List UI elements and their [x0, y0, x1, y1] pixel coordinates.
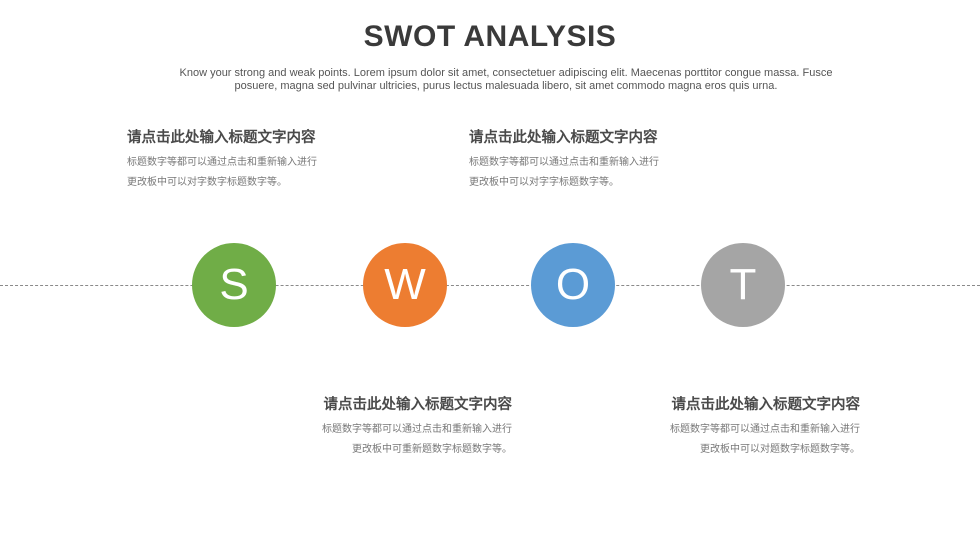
block-heading: 请点击此处输入标题文字内容: [323, 397, 513, 413]
swot-circle-o: O: [531, 243, 615, 327]
timeline-dashed-line: [0, 285, 980, 286]
block-body: 标题数字等都可以通过点击和重新输入进行 更改板中可以对字数字标题数字等。: [127, 153, 387, 193]
block-body: 标题数字等都可以通过点击和重新输入进行 更改板中可重新题数字标题数字等。: [252, 420, 512, 460]
circle-letter: O: [555, 260, 591, 309]
block-body-line-1: 标题数字等都可以通过点击和重新输入进行: [322, 424, 512, 435]
text-block-4: 请点击此处输入标题文字内容 标题数字等都可以通过点击和重新输入进行 更改板中可以…: [600, 396, 860, 460]
block-heading: 请点击此处输入标题文字内容: [127, 130, 316, 146]
swot-circle-t: T: [701, 243, 785, 327]
block-heading: 请点击此处输入标题文字内容: [469, 130, 658, 146]
text-block-2: 请点击此处输入标题文字内容 标题数字等都可以通过点击和重新输入进行 更改板中可以…: [469, 129, 729, 193]
page-title: SWOT ANALYSIS: [363, 20, 617, 53]
circle-letter: T: [729, 260, 757, 309]
block-body-line-2: 更改板中可以对字字标题数字等。: [469, 177, 619, 188]
subtitle-line-2: posuere, magna sed pulvinar ultricies, p…: [234, 80, 778, 92]
swot-circle-w: W: [363, 243, 447, 327]
block-body-line-1: 标题数字等都可以通过点击和重新输入进行: [127, 157, 317, 168]
block-body: 标题数字等都可以通过点击和重新输入进行 更改板中可以对题数字标题数字等。: [600, 420, 860, 460]
text-block-3: 请点击此处输入标题文字内容 标题数字等都可以通过点击和重新输入进行 更改板中可重…: [252, 396, 512, 460]
circle-letter: S: [219, 260, 249, 309]
block-body-line-2: 更改板中可重新题数字标题数字等。: [352, 444, 512, 455]
subtitle-line-1: Know your strong and weak points. Lorem …: [179, 67, 833, 79]
block-body-line-1: 标题数字等都可以通过点击和重新输入进行: [469, 157, 659, 168]
text-block-1: 请点击此处输入标题文字内容 标题数字等都可以通过点击和重新输入进行 更改板中可以…: [127, 129, 387, 193]
block-body-line-2: 更改板中可以对字数字标题数字等。: [127, 177, 287, 188]
block-body: 标题数字等都可以通过点击和重新输入进行 更改板中可以对字字标题数字等。: [469, 153, 729, 193]
page-subtitle: Know your strong and weak points. Lorem …: [150, 67, 862, 93]
block-body-line-1: 标题数字等都可以通过点击和重新输入进行: [670, 424, 860, 435]
block-body-line-2: 更改板中可以对题数字标题数字等。: [700, 444, 860, 455]
block-heading: 请点击此处输入标题文字内容: [671, 397, 861, 413]
circle-letter: W: [384, 260, 426, 309]
swot-circle-s: S: [192, 243, 276, 327]
